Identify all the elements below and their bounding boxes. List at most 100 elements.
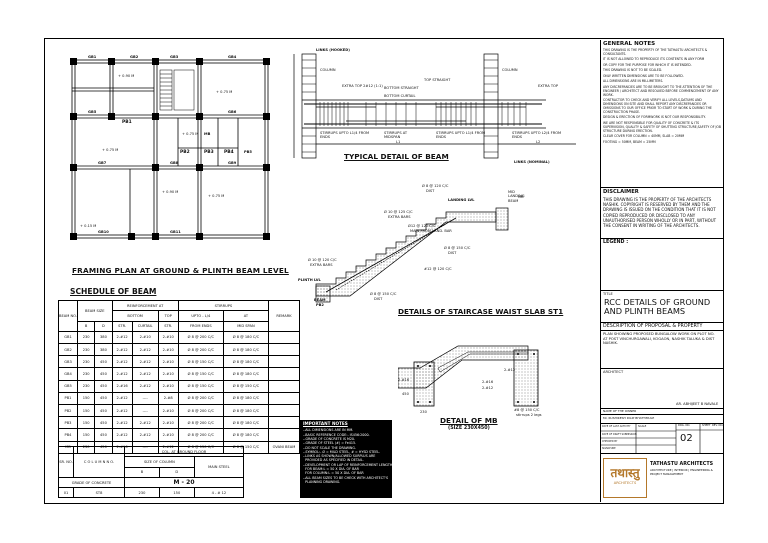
column-grade-value: M - 20 bbox=[124, 476, 244, 489]
schedule-cell: ---- bbox=[131, 404, 159, 418]
schedule-cell: Ø 8 @ 150 C/C bbox=[177, 367, 224, 381]
general-note-line: THIS DRAWING IS NOT TO BE SCALED. bbox=[603, 68, 663, 73]
general-notes-title: GENERAL NOTES bbox=[603, 41, 656, 47]
column-cell: 4 - # 12 bbox=[193, 487, 245, 499]
schedule-cell bbox=[268, 330, 300, 345]
divider bbox=[600, 408, 724, 409]
schedule-cell: 230 bbox=[76, 379, 96, 393]
divider bbox=[600, 414, 724, 415]
plan-level-label: + 0.90 M bbox=[162, 190, 179, 194]
plan-beam-label: GB1 bbox=[88, 55, 97, 59]
column-grade-label: GRADE OF CONCRETE bbox=[58, 476, 125, 489]
mb-label: 230 bbox=[420, 410, 427, 414]
important-notes-box: IMPORTANT NOTES --ALL DIMENSIONS ARE IN … bbox=[300, 420, 392, 498]
schedule-cell: Ø 8 @ 180 C/C bbox=[222, 343, 270, 357]
schedule-cell: Ø 8 @ 200 C/C bbox=[177, 330, 224, 345]
important-note-line: --DO NOT SCALE THE DRAWING. bbox=[303, 445, 356, 450]
schedule-cell: 2-#12 bbox=[111, 330, 133, 345]
drawing-number: 02 bbox=[680, 433, 693, 444]
schedule-cell: 150 bbox=[76, 391, 96, 406]
stair-label: EXTRA BARS bbox=[310, 263, 333, 267]
stair-label: Ø 10 @ 120 C/C bbox=[308, 258, 337, 262]
stair-detail-title: DETAILS OF STAIRCASE WAIST SLAB ST1 bbox=[398, 307, 564, 316]
plan-beam-label: GB9 bbox=[228, 161, 237, 165]
schedule-cell: GB2 bbox=[58, 343, 78, 357]
general-notes-lines: THIS DRAWING IS THE PROPERTY OF THE TATH… bbox=[603, 48, 721, 145]
column-cell: 01 bbox=[58, 487, 74, 499]
important-note-line: --ALL DIMENSIONS ARE IN MM. bbox=[303, 428, 354, 433]
schedule-cell: 450 bbox=[94, 416, 113, 430]
schedule-cell: Ø 8 @ 200 C/C bbox=[177, 391, 224, 406]
schedule-cell: 150 bbox=[76, 428, 96, 442]
column-cell: 150 bbox=[158, 487, 195, 499]
plan-beam-label: GB8 bbox=[170, 161, 179, 165]
schedule-head-cell: STR. bbox=[111, 320, 133, 332]
architect-label: ARCHITECT bbox=[603, 370, 624, 374]
divider bbox=[600, 368, 724, 369]
owner-name: Mr. RUSHIKESH DILIP BHATTIMULE bbox=[603, 416, 655, 420]
general-note-line: CLEAR COVER FOR COLUMN = 40MM, SLAB = 20… bbox=[603, 134, 685, 139]
stair-label: PLINTH LVL bbox=[298, 278, 321, 282]
mb-label: 2-#16 bbox=[398, 378, 410, 382]
plan-beam-label: GB7 bbox=[98, 161, 107, 165]
beam-detail-label: L1 bbox=[396, 140, 401, 144]
beam-detail: LINKS (HOOKED) COLUMN COLUMN EXTRA TOP 2… bbox=[286, 48, 600, 172]
mb-label: 2-#12 bbox=[504, 368, 516, 372]
schedule-cell: ---- bbox=[131, 391, 159, 406]
schedule-cell: PB4 bbox=[58, 428, 78, 442]
stair-label: MID LANDING BEAM bbox=[508, 190, 525, 203]
schedule-cell: Ø 8 @ 180 C/C bbox=[222, 428, 270, 442]
drawing-title: RCC DETAILS OF GROUND AND PLINTH BEAMS bbox=[604, 297, 711, 317]
schedule-head-cell: D bbox=[94, 320, 113, 332]
general-notes: GENERAL NOTES THIS DRAWING IS THE PROPER… bbox=[603, 41, 721, 146]
mb-label: stirrups 2 legs bbox=[516, 413, 542, 417]
schedule-cell: OVANI BEAM bbox=[268, 440, 300, 454]
schedule-cell: 2-#12 bbox=[131, 379, 159, 393]
schedule-cell: 2-#12 bbox=[111, 343, 133, 357]
schedule-cell: PB3 bbox=[58, 416, 78, 430]
general-note-line: CONTRACTOR TO CHECK AND VERIFY ALL LEVEL… bbox=[603, 98, 712, 114]
general-note-line: OR COPY FOR THE PURPOSE FOR WHICH IT IS … bbox=[603, 62, 692, 67]
plan-level-label: + 0.75 M bbox=[182, 132, 199, 136]
firm-name: TATHASTU ARCHITECTS bbox=[650, 462, 714, 467]
schedule-cell: PB2 bbox=[58, 404, 78, 418]
beam-detail-label: STIRRUPS UPTO L2/4 FROM ENDS bbox=[512, 131, 562, 140]
stair-label: EXTRA BARS bbox=[388, 215, 411, 219]
general-note-line: ALL DIMENSIONS ARE IN MILLIMETERS. bbox=[603, 79, 664, 84]
important-note-line: --DEVELOPMENT OR LAP OF REINFORCEMENT LE… bbox=[303, 462, 393, 467]
schedule-cell: GB5 bbox=[58, 379, 78, 393]
schedule-cell: PB1 bbox=[58, 391, 78, 406]
schedule-cell: 230 bbox=[76, 343, 96, 357]
plan-beam-label: PB1 bbox=[122, 120, 132, 125]
drawing-sheet bbox=[44, 38, 724, 504]
firm-subtitle: ARCHITECTURE | INTERIOR | ENGINEERING & … bbox=[650, 468, 713, 476]
general-note-line: DESIGN & ERECTION OF FORMWORK IS NOT OUR… bbox=[603, 115, 706, 120]
plan-beam-label: PB5 bbox=[244, 150, 252, 154]
divider bbox=[600, 322, 724, 323]
schedule-head-cell: FROM ENDS bbox=[177, 320, 224, 332]
beam-detail-label: BOTTOM STRAIGHT bbox=[384, 86, 419, 90]
schedule-head-cell: B bbox=[76, 320, 96, 332]
schedule-cell: Ø 8 @ 150 C/C bbox=[222, 379, 270, 393]
divider bbox=[600, 238, 724, 239]
important-note-line: --GRADE OF STEEL (#) = Fe415. bbox=[303, 441, 357, 446]
beam-detail-label: STIRRUPS UPTO L1/4 FROM ENDS bbox=[320, 131, 370, 140]
schedule-cell: 150 bbox=[76, 404, 96, 418]
schedule-cell bbox=[268, 428, 300, 442]
framing-plan: GB1 GB2 GB3 GB4 GB5 GB6 GB7 GB8 GB9 PB1 … bbox=[58, 52, 276, 250]
schedule-cell: 380 bbox=[94, 343, 113, 357]
beam-detail-label: COLUMN bbox=[502, 68, 518, 72]
plan-beam-label: MB bbox=[204, 132, 211, 136]
stair-detail: Ø 8 @ 120 C/C DIST MID LANDING BEAM MB L… bbox=[296, 174, 526, 307]
schedule-head-cell: REMARK bbox=[268, 300, 300, 332]
architect-name: AR. ABHIJEET B NAVALE bbox=[676, 402, 719, 406]
stair-label: DIST bbox=[426, 189, 435, 193]
schedule-cell: Ø 8 @ 150 C/C bbox=[177, 355, 224, 369]
mb-label: #8 @ 150 C/C bbox=[514, 408, 540, 412]
plan-level-label: + 0.75 M bbox=[208, 194, 225, 198]
